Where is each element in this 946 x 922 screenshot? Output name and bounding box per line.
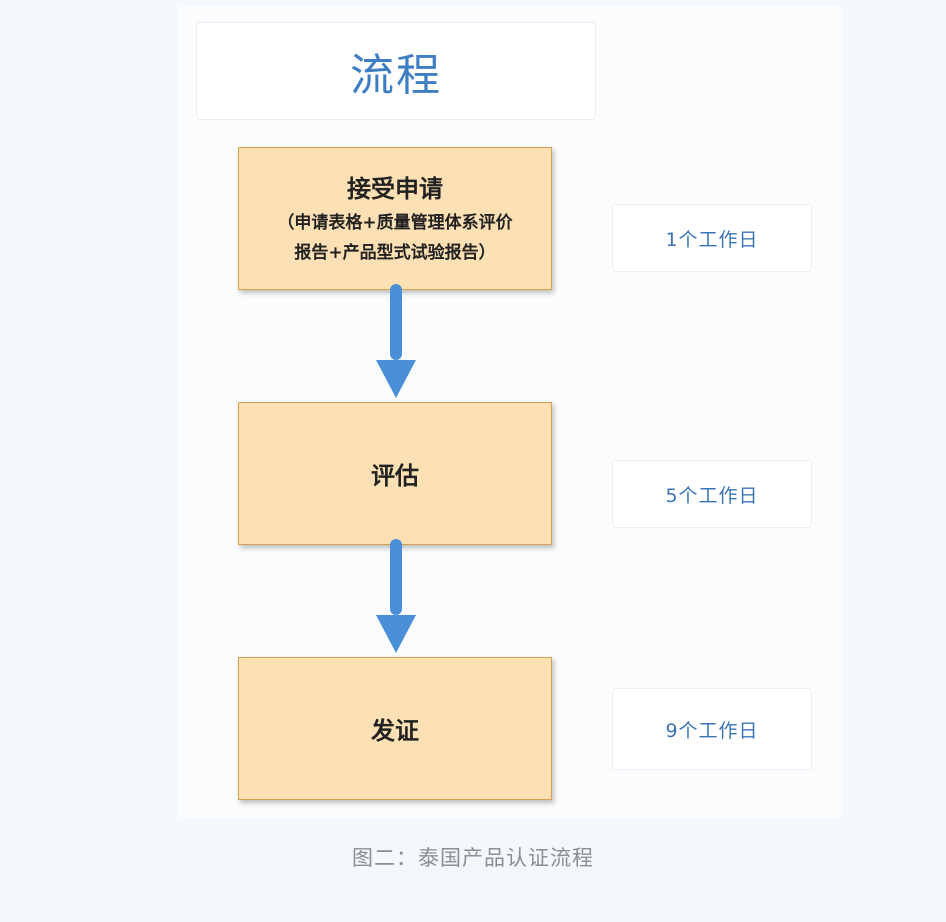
step-issue-certificate: 发证: [238, 657, 552, 800]
step-apply-title: 接受申请: [347, 175, 443, 203]
step-apply-detail-line: （申请表格+质量管理体系评价: [277, 213, 513, 233]
step-apply-detail: （申请表格+质量管理体系评价 报告+产品型式试验报告）: [277, 208, 512, 268]
arrow-down-icon: [376, 284, 416, 398]
step-apply-detail-line: 报告+产品型式试验报告）: [294, 243, 496, 263]
step-evaluate-title: 评估: [371, 462, 419, 490]
arrow-down-icon: [376, 539, 416, 653]
step-evaluate-duration: 5个工作日: [612, 460, 812, 528]
diagram-title: 流程: [196, 22, 596, 120]
step-evaluate: 评估: [238, 402, 552, 545]
figure-caption: 图二：泰国产品认证流程: [352, 846, 594, 870]
step-apply: 接受申请 （申请表格+质量管理体系评价 报告+产品型式试验报告）: [238, 147, 552, 290]
step-issue-certificate-title: 发证: [371, 717, 419, 745]
step-apply-duration: 1个工作日: [612, 204, 812, 272]
step-issue-certificate-duration: 9个工作日: [612, 688, 812, 770]
